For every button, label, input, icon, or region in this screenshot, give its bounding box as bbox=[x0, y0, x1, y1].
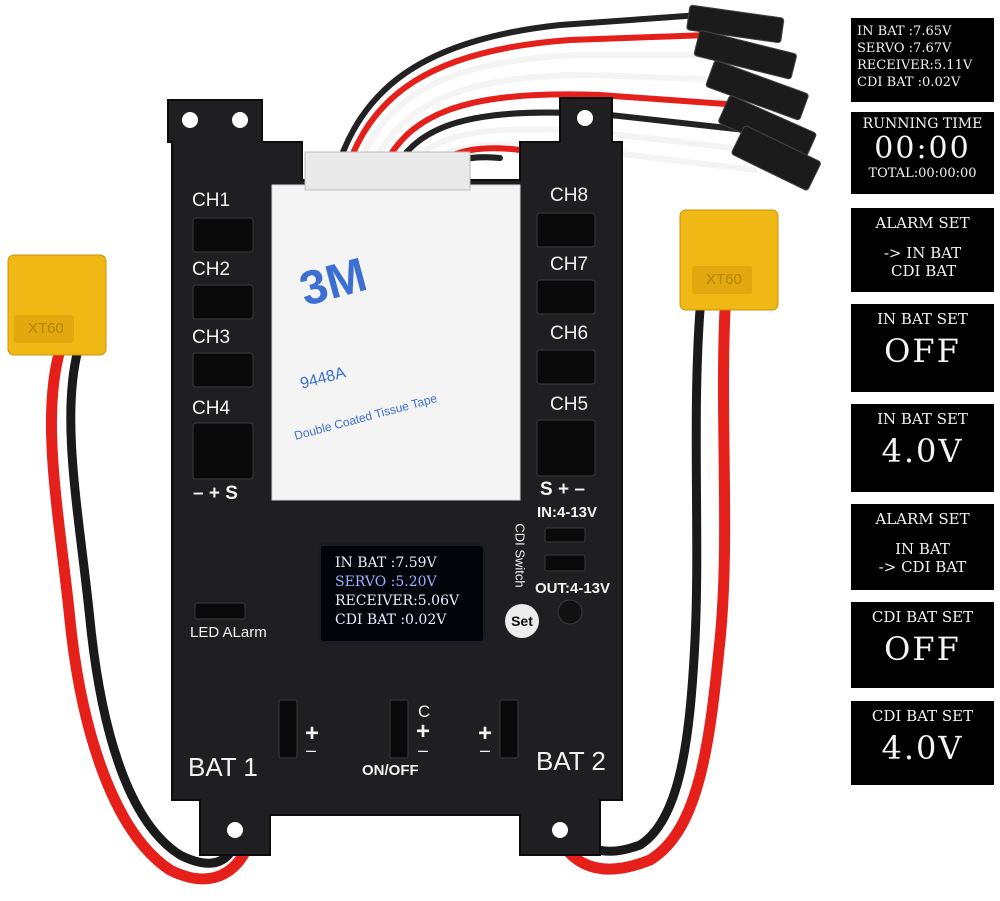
panel-cdi-bat-set-4v: CDI BAT SET 4.0V bbox=[851, 701, 994, 785]
switch-plus: + bbox=[416, 718, 431, 745]
bat2-plus: + bbox=[478, 720, 493, 747]
panel-in-bat-set-off: IN BAT SET OFF bbox=[851, 304, 994, 392]
led-alarm-label: LED ALarm bbox=[190, 624, 267, 641]
alarm-set-option-2: -> CDI BAT bbox=[878, 558, 967, 576]
in-bat-set-value: OFF bbox=[884, 332, 961, 370]
running-time-total: TOTAL:00:00:00 bbox=[868, 166, 977, 181]
running-time-value: 00:00 bbox=[874, 131, 971, 166]
out-range-label: OUT:4-13V bbox=[535, 580, 611, 597]
alarm-set-option-1: IN BAT bbox=[895, 540, 950, 558]
ch3-label: CH3 bbox=[192, 327, 231, 348]
board bbox=[167, 97, 623, 856]
in-range-label: IN:4-13V bbox=[537, 504, 598, 521]
alarm-set-option-1: -> IN BAT bbox=[883, 244, 962, 262]
alarm-set-title: ALARM SET bbox=[875, 214, 970, 232]
polarity-left: – + S bbox=[193, 483, 238, 504]
in-bat-set-title: IN BAT SET bbox=[877, 410, 968, 428]
polarity-right: S + – bbox=[540, 479, 585, 500]
running-time-title: RUNNING TIME bbox=[862, 116, 983, 132]
oled-line-receiver: RECEIVER:5.06V bbox=[335, 593, 460, 609]
cdi-bat-set-value: OFF bbox=[884, 630, 961, 668]
bat1-label: BAT 1 bbox=[188, 752, 258, 782]
bat2-minus: – bbox=[480, 740, 491, 760]
panel-running-time: RUNNING TIME 00:00 TOTAL:00:00:00 bbox=[851, 112, 994, 194]
ch4-label: CH4 bbox=[192, 398, 231, 419]
oled-line-cdi-bat: CDI BAT :0.02V bbox=[335, 612, 447, 628]
panel-voltage-receiver: RECEIVER:5.11V bbox=[857, 58, 973, 73]
ch6-label: CH6 bbox=[550, 323, 589, 344]
cdi-bat-set-value: 4.0V bbox=[881, 729, 964, 767]
cdi-bat-set-title: CDI BAT SET bbox=[871, 608, 974, 626]
cdi-switch-label: CDI Switch bbox=[512, 523, 528, 588]
panel-cdi-bat-set-off: CDI BAT SET OFF bbox=[851, 602, 994, 688]
servo-plugs bbox=[686, 4, 821, 191]
switch-c-label: C bbox=[418, 702, 431, 721]
panel-voltage-in-bat: IN BAT :7.65V bbox=[857, 24, 952, 39]
oled-line-in-bat: IN BAT :7.59V bbox=[335, 555, 437, 571]
xt60-left-label: XT60 bbox=[28, 320, 64, 337]
cdi-bat-set-title: CDI BAT SET bbox=[871, 707, 974, 725]
bat2-label: BAT 2 bbox=[536, 746, 606, 776]
bat1-plus: + bbox=[305, 720, 320, 747]
xt60-connectors bbox=[7, 209, 779, 356]
ch1-label: CH1 bbox=[192, 190, 231, 211]
device-photo: 3M 9448A Double Coated Tissue Tape XT60 … bbox=[7, 4, 821, 885]
oled-line-servo: SERVO :5.20V bbox=[335, 574, 437, 590]
ch7-label: CH7 bbox=[550, 254, 589, 275]
panel-voltage-cdi-bat: CDI BAT :0.02V bbox=[857, 75, 961, 90]
alarm-set-option-2: CDI BAT bbox=[891, 262, 957, 280]
set-button: Set bbox=[505, 604, 539, 638]
ch2-label: CH2 bbox=[192, 259, 231, 280]
pin-headers bbox=[192, 212, 596, 759]
panel-alarm-set-cdi-bat: ALARM SET IN BAT -> CDI BAT bbox=[851, 504, 994, 590]
onoff-label: ON/OFF bbox=[362, 762, 419, 779]
panel-alarm-set-in-bat: ALARM SET -> IN BAT CDI BAT bbox=[851, 208, 994, 292]
device-illustration bbox=[7, 4, 821, 885]
bat1-minus: – bbox=[306, 740, 317, 760]
alarm-set-title: ALARM SET bbox=[875, 510, 970, 528]
panel-in-bat-set-4v: IN BAT SET 4.0V bbox=[851, 404, 994, 492]
xt60-right-label: XT60 bbox=[706, 271, 742, 288]
panel-voltages: IN BAT :7.65V SERVO :7.67V RECEIVER:5.11… bbox=[851, 18, 994, 102]
ch8-label: CH8 bbox=[550, 185, 589, 206]
oled-display: IN BAT :7.59V SERVO :5.20V RECEIVER:5.06… bbox=[318, 543, 486, 644]
in-bat-set-value: 4.0V bbox=[881, 432, 964, 470]
panel-voltage-servo: SERVO :7.67V bbox=[857, 41, 952, 56]
in-bat-set-title: IN BAT SET bbox=[877, 310, 968, 328]
switch-minus: – bbox=[418, 740, 429, 760]
ch5-label: CH5 bbox=[550, 394, 589, 415]
